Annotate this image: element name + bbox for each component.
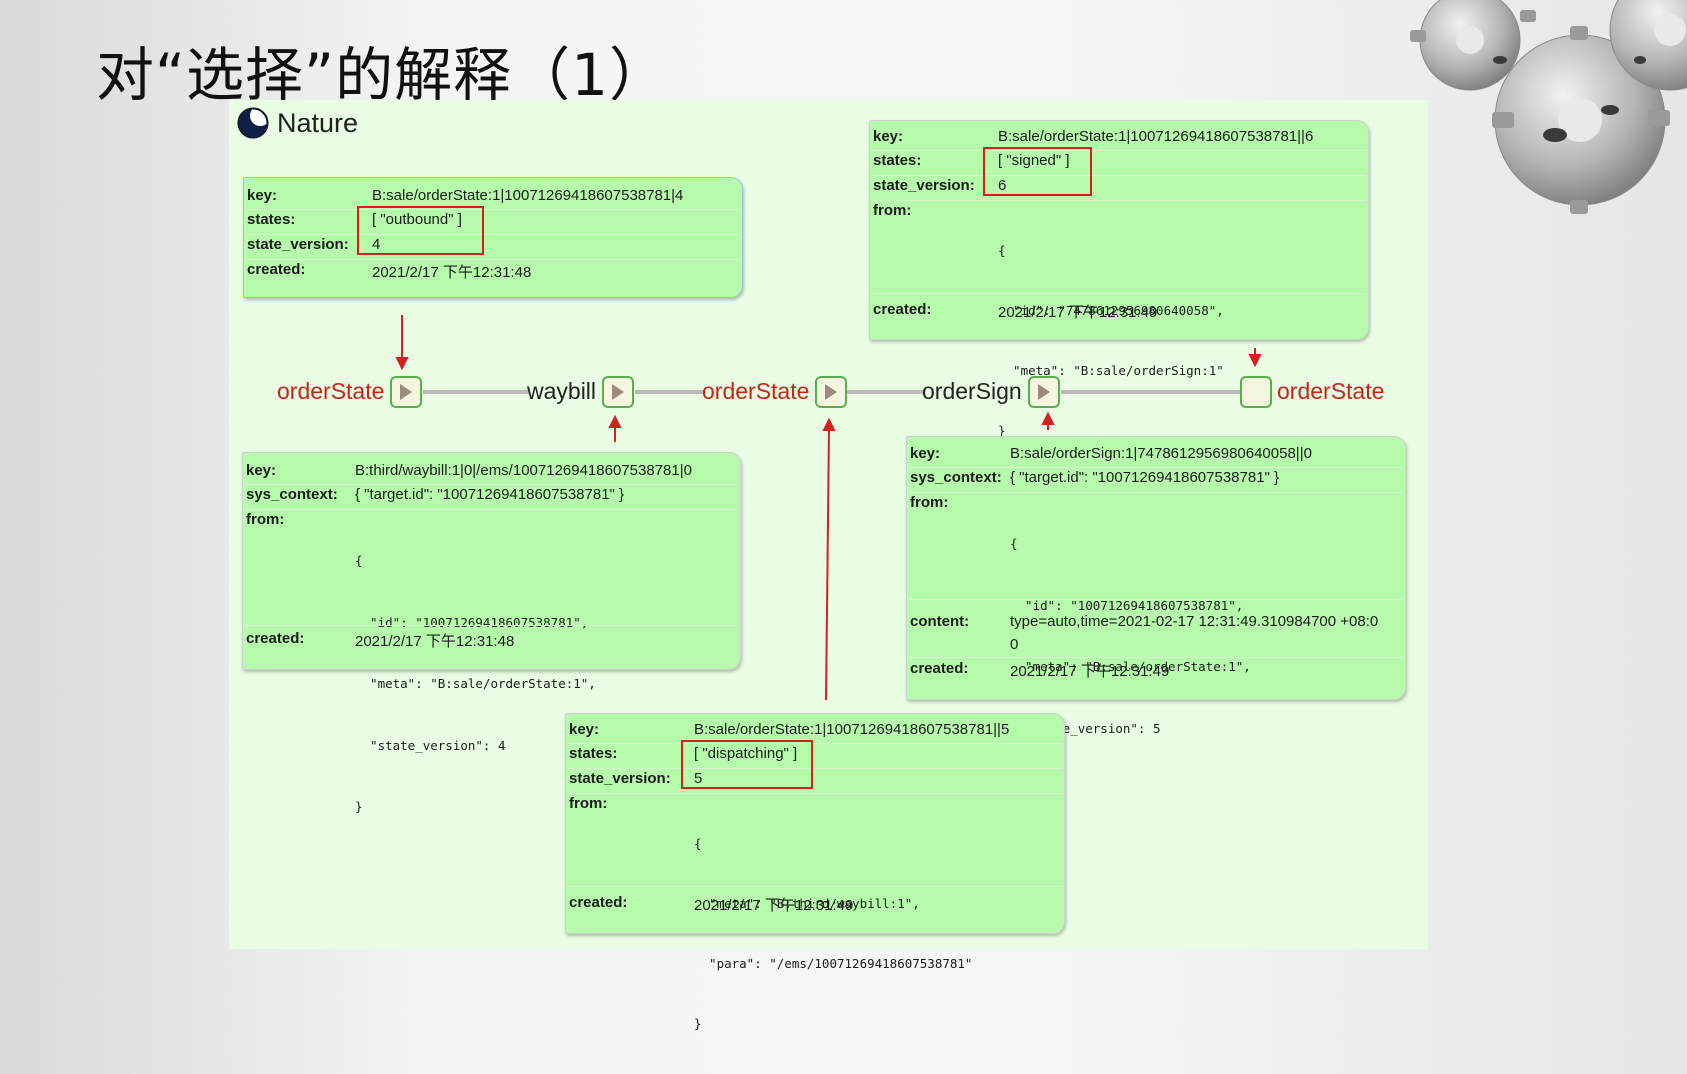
created-label: created: xyxy=(246,630,305,647)
from-line: "id": "10071269418607538781", xyxy=(1010,597,1244,613)
from-line: "para": "/ems/10071269418607538781" xyxy=(694,956,973,971)
sys-context-value: { "target.id": "10071269418607538781" } xyxy=(355,486,625,503)
order-state-5-card: key: B:sale/orderState:1|1007126941860753… xyxy=(565,713,1065,1031)
created-label: created: xyxy=(569,894,628,911)
from-line: } xyxy=(998,423,1006,438)
created-value: 2021/2/17 下午12:31:49 xyxy=(998,304,1158,321)
from-label: from: xyxy=(873,202,912,219)
sys-context-label: sys_context: xyxy=(246,486,338,503)
from-line: "meta": "B:third/waybill:1", xyxy=(694,896,920,911)
end-node-box[interactable] xyxy=(1240,376,1272,408)
state-version-value: 4 xyxy=(372,236,381,253)
from-line: { xyxy=(355,553,363,568)
order-sign-card: key: B:sale/orderSign:1|74786129569806400… xyxy=(906,436,1406,797)
node-label-order-state-2: orderState xyxy=(702,378,810,404)
from-label: from: xyxy=(910,494,949,511)
key-value: B:sale/orderState:1|1007126941860753878​… xyxy=(372,187,684,204)
node-label-waybill: waybill xyxy=(527,378,597,404)
sys-context-label: sys_context: xyxy=(910,469,1002,486)
created-label: created: xyxy=(910,660,969,677)
created-label: created: xyxy=(873,301,932,318)
play-button[interactable] xyxy=(602,376,634,408)
from-line: "meta": "B:sale/orderState:1", xyxy=(355,676,596,691)
brand: Nature xyxy=(237,106,358,140)
from-line: } xyxy=(694,1016,702,1031)
key-label: key: xyxy=(910,445,941,462)
created-value: 2021/2/17 下午12:31:49 xyxy=(694,897,854,914)
order-state-4-card: key: B:sale/orderState:1|1007126941860753… xyxy=(243,177,743,298)
states-highlight xyxy=(357,206,484,255)
key-label: key: xyxy=(247,187,278,204)
key-value: B:sale/orderState:1|10071269418607538781… xyxy=(694,721,1010,738)
states-label: states: xyxy=(873,152,922,169)
state-version-value: 5 xyxy=(694,770,703,787)
from-label: from: xyxy=(246,511,285,528)
created-value: 2021/2/17 下午12:31:49 xyxy=(1010,663,1170,680)
states-value: [ "dispatching" ] xyxy=(694,745,798,762)
states-value: [ "signed" ] xyxy=(998,152,1070,169)
from-line: { xyxy=(694,836,702,851)
node-label-order-state-1: orderState xyxy=(277,378,385,404)
key-label: key: xyxy=(873,128,904,145)
created-value: 2021/2/17 下午12:31:48 xyxy=(372,264,532,281)
state-version-label: state_version: xyxy=(569,770,671,787)
brand-name: Nature xyxy=(277,107,359,138)
created-label: created: xyxy=(247,261,306,278)
key-label: key: xyxy=(569,721,600,738)
state-version-value: 6 xyxy=(998,177,1007,194)
order-state-6-card: key: B:sale/orderState:1|1007126941860753… xyxy=(869,120,1369,438)
key-value: B:third/waybill:1|0|/ems/100712694186075… xyxy=(355,462,692,479)
states-value: [ "outbound" ] xyxy=(372,211,462,228)
gears-decoration-icon xyxy=(1410,0,1687,214)
play-icon xyxy=(612,384,624,400)
play-icon xyxy=(1038,384,1050,400)
created-value: 2021/2/17 下午12:31:48 xyxy=(355,633,515,650)
content-label: content: xyxy=(910,613,970,630)
from-label: from: xyxy=(569,795,608,812)
from-line: "meta": "B:sale/orderState:1", xyxy=(1010,659,1251,674)
sys-context-value: { "target.id": "10071269418607538781" } xyxy=(1010,469,1280,486)
content-value: type=auto,time=2021-02-17 12:31:49.31098… xyxy=(1010,613,1379,630)
from-line: { xyxy=(998,243,1006,258)
play-icon xyxy=(825,384,837,400)
state-version-label: state_version: xyxy=(247,236,349,253)
key-label: key: xyxy=(246,462,277,479)
from-line: { xyxy=(1010,536,1018,551)
play-button[interactable] xyxy=(815,376,847,408)
state-version-label: state_version: xyxy=(873,177,975,194)
key-value: B:sale/orderState:1|10071269418607538781… xyxy=(998,128,1314,145)
from-line: "state_version": 4 xyxy=(355,737,506,753)
from-line: "id": "7478612956980640058", xyxy=(998,303,1224,318)
play-icon xyxy=(400,384,412,400)
play-button[interactable] xyxy=(1028,376,1060,408)
states-label: states: xyxy=(247,211,296,228)
key-value: B:sale/orderSign:1|7478612956980640058||… xyxy=(1010,445,1312,462)
states-label: states: xyxy=(569,745,618,762)
nature-logo-icon xyxy=(237,107,269,139)
waybill-card: key: B:third/waybill:1|0|/ems/10071269418… xyxy=(242,452,741,814)
from-line: "meta": "B:sale/orderSign:1" xyxy=(998,363,1224,378)
node-label-order-sign: orderSign xyxy=(922,378,1022,404)
from-line: } xyxy=(355,799,363,814)
play-button[interactable] xyxy=(390,376,422,408)
states-highlight xyxy=(681,740,813,789)
slide-title: 对“选择”的解释（1） xyxy=(96,41,668,109)
states-highlight xyxy=(983,147,1092,196)
node-label-order-state-3: orderState xyxy=(1277,378,1385,404)
content-value-wrap: 0 xyxy=(1010,636,1019,653)
